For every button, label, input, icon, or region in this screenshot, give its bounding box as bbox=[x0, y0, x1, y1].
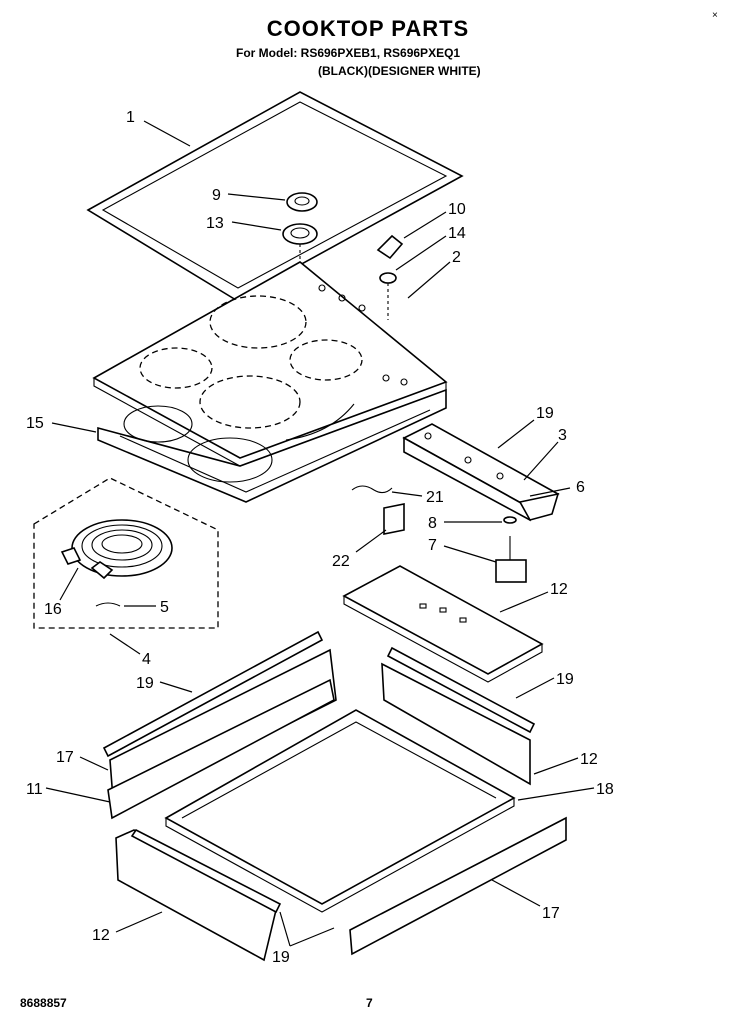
callout-11: 11 bbox=[26, 781, 43, 798]
callout-10: 10 bbox=[448, 201, 466, 218]
callout-9: 9 bbox=[212, 187, 221, 204]
part-side-rail-right bbox=[386, 646, 536, 734]
callout-19-bottom: 19 bbox=[272, 949, 290, 966]
callout-12-upper: 12 bbox=[550, 581, 568, 598]
callout-18: 18 bbox=[596, 781, 614, 798]
variant-line: (BLACK)(DESIGNER WHITE) bbox=[318, 64, 481, 78]
part-knob bbox=[376, 234, 404, 260]
callout-14: 14 bbox=[448, 225, 466, 242]
callout-8: 8 bbox=[428, 515, 437, 532]
page-title: COOKTOP PARTS bbox=[266, 16, 470, 41]
callout-6: 6 bbox=[576, 479, 585, 496]
callout-15: 15 bbox=[26, 415, 44, 432]
callout-7: 7 bbox=[428, 537, 437, 554]
callout-19-left: 19 bbox=[136, 675, 154, 692]
callout-17-bottom: 17 bbox=[542, 905, 560, 922]
part-side-rail-left bbox=[102, 630, 324, 758]
callout-5: 5 bbox=[160, 599, 169, 616]
part-frame bbox=[86, 91, 464, 301]
part-front-rail bbox=[130, 828, 282, 914]
part-washer bbox=[282, 223, 318, 245]
part-spacer bbox=[379, 272, 397, 284]
part-control-bracket bbox=[402, 423, 560, 522]
callout-21: 21 bbox=[426, 489, 444, 506]
callout-3: 3 bbox=[558, 427, 567, 444]
callout-4: 4 bbox=[142, 651, 151, 668]
part-switch-washer bbox=[503, 516, 517, 524]
callout-1: 1 bbox=[126, 109, 135, 126]
callout-12-right: 12 bbox=[580, 751, 598, 768]
part-front-panel bbox=[115, 829, 277, 962]
callout-19-right: 19 bbox=[556, 671, 574, 688]
callout-16: 16 bbox=[44, 601, 62, 618]
element-kit-outline bbox=[33, 477, 219, 629]
part-side-panel-right bbox=[381, 662, 531, 786]
callout-17-left: 17 bbox=[56, 749, 74, 766]
callout-12-bottom: 12 bbox=[92, 927, 110, 944]
part-ring bbox=[286, 192, 318, 212]
callout-22: 22 bbox=[332, 553, 350, 570]
part-bracket-left bbox=[107, 678, 335, 820]
corner-mark: × bbox=[712, 10, 718, 21]
part-limiter-wire bbox=[95, 602, 121, 607]
footer-code: 8688857 bbox=[20, 996, 67, 1010]
callout-2: 2 bbox=[452, 249, 461, 266]
part-infinite-switch bbox=[495, 536, 527, 583]
part-burner-box bbox=[97, 388, 447, 503]
page-number: 7 bbox=[366, 996, 373, 1010]
callout-13: 13 bbox=[206, 215, 224, 232]
leader-lines bbox=[45, 120, 595, 947]
part-bottom-tray bbox=[164, 709, 516, 913]
part-radiant-element bbox=[60, 519, 173, 580]
part-insulation-pad bbox=[383, 503, 405, 535]
part-glass-top bbox=[92, 261, 448, 467]
part-rear-panel bbox=[349, 816, 567, 956]
callout-19-top: 19 bbox=[536, 405, 554, 422]
model-line: For Model: RS696PXEB1, RS696PXEQ1 bbox=[236, 46, 461, 60]
part-wire-clip bbox=[351, 485, 393, 494]
part-cover-plate bbox=[342, 565, 544, 683]
